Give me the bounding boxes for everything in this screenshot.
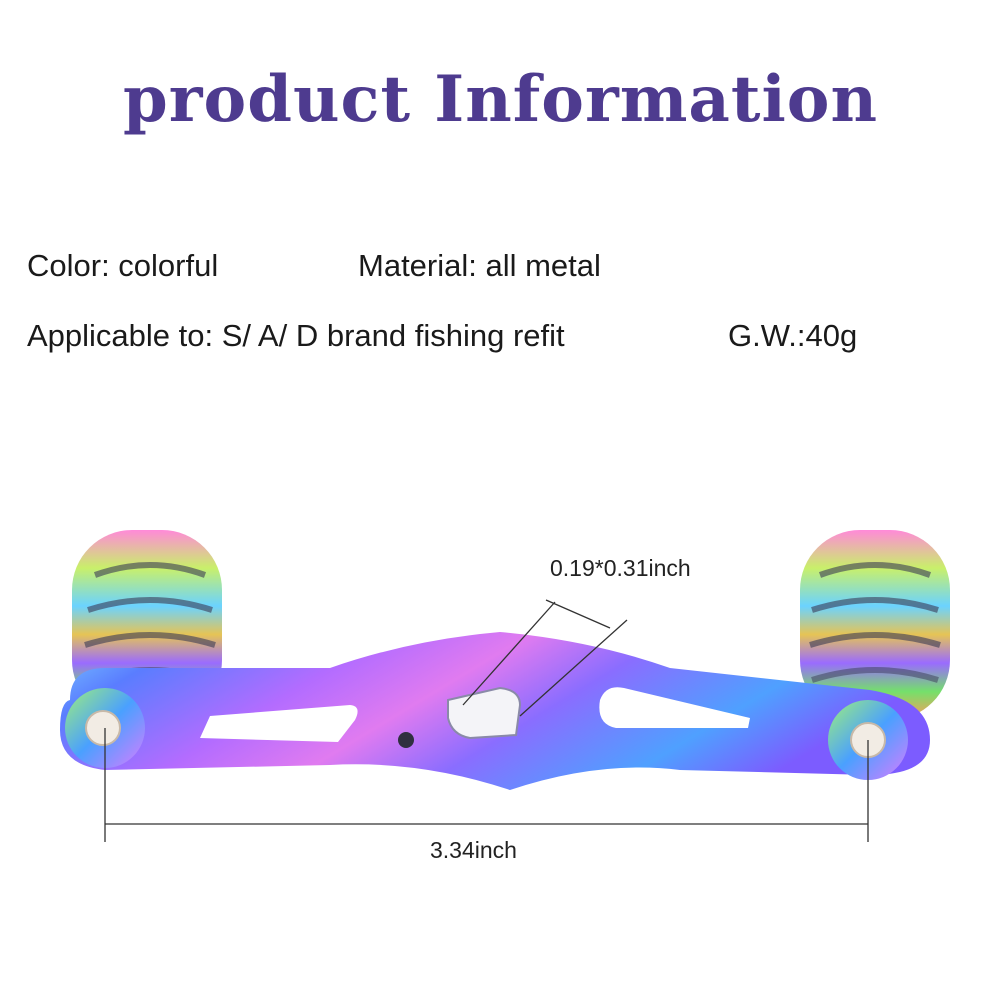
left-screw	[85, 710, 121, 746]
hole-size-label: 0.19*0.31inch	[550, 555, 691, 581]
color-spec: Color: colorful	[27, 248, 219, 283]
right-cutout	[599, 687, 750, 728]
right-knob	[800, 530, 950, 720]
page-title: product Information	[123, 62, 878, 137]
hole-leader-connector	[545, 599, 611, 629]
left-cutout	[200, 705, 358, 742]
center-pin	[398, 732, 414, 748]
material-spec: Material: all metal	[358, 248, 601, 283]
center-hole	[447, 686, 522, 740]
hole-leader-line-1	[462, 601, 556, 706]
applicable-spec: Applicable to: S/ A/ D brand fishing ref…	[27, 318, 565, 353]
length-label: 3.34inch	[430, 837, 517, 863]
gross-weight-spec: G.W.:40g	[728, 318, 858, 353]
hole-leader-line-2	[519, 619, 628, 717]
